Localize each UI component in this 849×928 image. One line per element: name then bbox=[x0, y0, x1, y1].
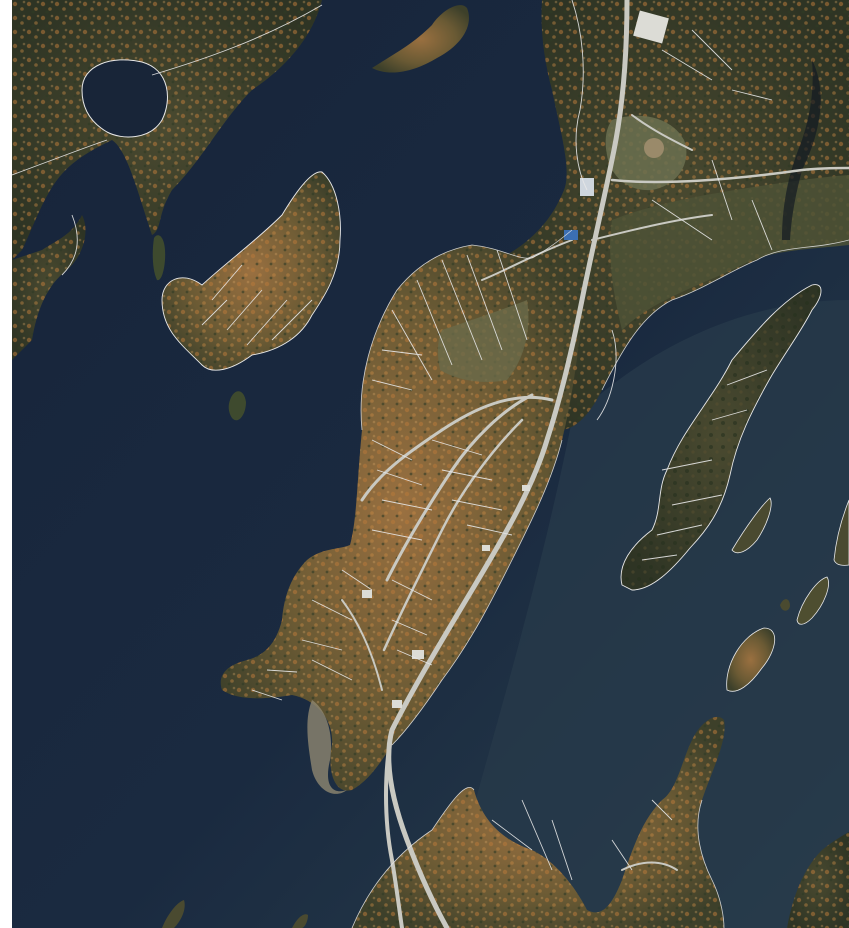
small-island-north bbox=[372, 5, 469, 73]
south-shore bbox=[162, 716, 849, 928]
bay-water-east bbox=[442, 300, 849, 928]
islet-east-3 bbox=[796, 576, 829, 625]
islet-east-2 bbox=[726, 627, 776, 692]
aerial-map[interactable] bbox=[12, 0, 849, 928]
parcel-boundaries bbox=[12, 0, 773, 881]
buildings bbox=[362, 10, 669, 708]
shoreline-outlines bbox=[351, 229, 849, 928]
map-canvas[interactable] bbox=[12, 0, 849, 928]
island-east-long bbox=[620, 284, 822, 591]
northeast-mainland bbox=[507, 0, 849, 430]
islet-east-1 bbox=[731, 497, 772, 554]
town-peninsula bbox=[220, 230, 583, 794]
islet-east-5 bbox=[780, 599, 790, 611]
islet-east-4 bbox=[833, 499, 849, 566]
northwest-shore bbox=[12, 0, 322, 360]
